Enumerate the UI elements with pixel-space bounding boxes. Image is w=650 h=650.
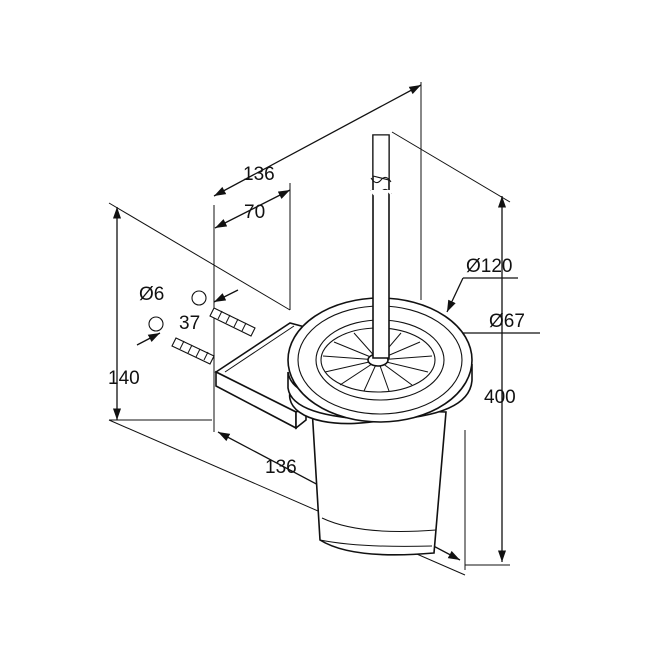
- dim-height-bracket-label: 140: [108, 368, 140, 389]
- dim-depth-top-label: 136: [243, 164, 275, 185]
- dim-depth-top: 136: [213, 82, 422, 300]
- dim-total-height: 400: [391, 131, 516, 566]
- dim-wall-offset: 70: [214, 183, 291, 310]
- brush-handle: [370, 134, 392, 359]
- screw-upper: [191, 290, 256, 337]
- dim-height-bracket: 140: [108, 202, 291, 421]
- screw-lower: [148, 316, 215, 365]
- dim-screw-diameter-label: Ø6: [139, 284, 164, 305]
- dim-holder-diameter-label: Ø120: [466, 256, 512, 277]
- dim-screw-length-label: 37: [179, 313, 200, 334]
- glass-container: [311, 407, 447, 556]
- dim-screws: Ø6 37: [136, 284, 239, 346]
- dim-total-height-label: 400: [484, 387, 516, 408]
- dim-holder-diameter: Ø120: [446, 256, 518, 313]
- dim-wall-offset-label: 70: [244, 202, 265, 223]
- dim-opening-diameter-label: Ø67: [489, 311, 525, 332]
- dim-width-bottom-label: 136: [265, 457, 297, 478]
